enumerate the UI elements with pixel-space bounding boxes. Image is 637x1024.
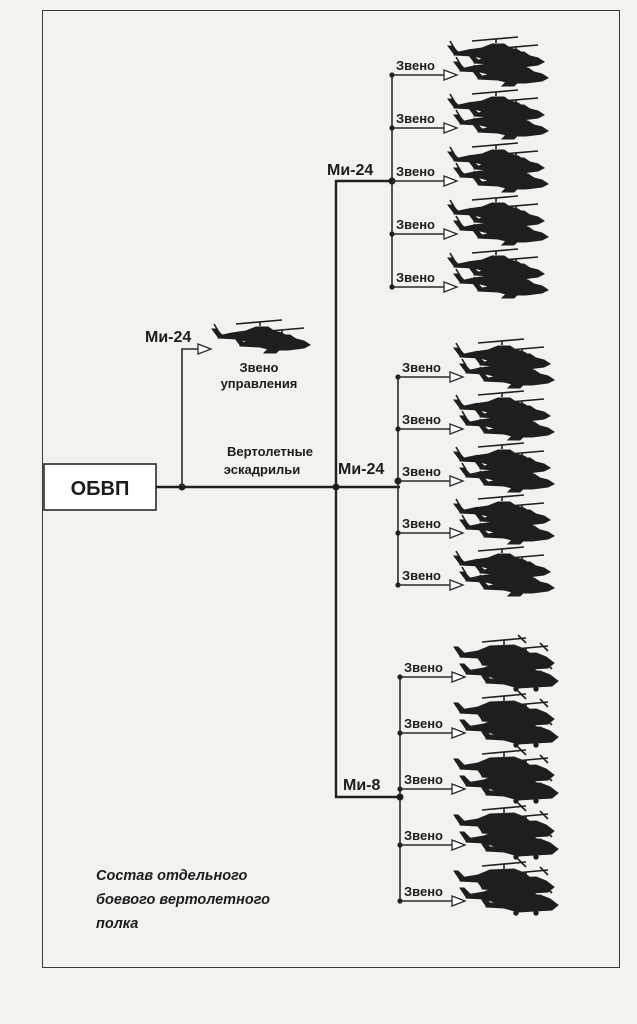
- open-arrow-icon: [451, 727, 467, 739]
- flight-label: Звено: [396, 270, 435, 285]
- flight-label: Звено: [396, 164, 435, 179]
- open-arrow-icon: [449, 423, 465, 435]
- flight-label: Звено: [404, 828, 443, 843]
- helicopter-silhouette-icon: [448, 249, 548, 298]
- squadron-type-label: Ми-24: [338, 461, 384, 478]
- open-arrow-icon: [197, 343, 213, 355]
- flight-label: Звено: [402, 412, 441, 427]
- helicopter-silhouette-icon: [454, 747, 558, 803]
- flight-item: Звено: [389, 90, 548, 139]
- squadrons-caption-line2: эскадрильи: [224, 462, 300, 477]
- flight-item: Звено: [397, 635, 558, 691]
- diagram-title: Состав отдельного боевого вертолетного п…: [96, 868, 270, 932]
- flight-item: Звено: [389, 143, 548, 192]
- command-flight-caption-line1: Звено: [240, 360, 279, 375]
- command-flight-type-label: Ми-24: [145, 329, 191, 346]
- helicopter-silhouette-icon: [448, 90, 548, 139]
- open-arrow-icon: [449, 527, 465, 539]
- root-node: ОБВП: [43, 463, 157, 511]
- open-arrow-icon: [451, 671, 467, 683]
- open-arrow-icon: [449, 475, 465, 487]
- squadron-1-connector: [334, 179, 392, 487]
- open-arrow-icon: [449, 579, 465, 591]
- helicopter-silhouette-icon: [448, 196, 548, 245]
- squadrons-caption-line1: Вертолетные: [227, 444, 313, 459]
- flight-item: Звено: [389, 37, 548, 86]
- title-line2: боевого вертолетного: [96, 892, 270, 908]
- flight-item: Звено: [395, 339, 554, 388]
- helicopter-silhouette-icon: [454, 495, 554, 544]
- flight-item: Звено: [389, 249, 548, 298]
- flight-item: Звено: [395, 391, 554, 440]
- open-arrow-icon: [451, 895, 467, 907]
- root-label: ОБВП: [71, 478, 130, 500]
- open-arrow-icon: [443, 122, 459, 134]
- flight-label: Звено: [396, 217, 435, 232]
- flight-item: Звено: [397, 859, 558, 915]
- flight-label: Звено: [404, 660, 443, 675]
- helicopter-silhouette-icon: [454, 859, 558, 915]
- flight-item: Звено: [395, 443, 554, 492]
- helicopter-silhouette-icon: [454, 339, 554, 388]
- open-arrow-icon: [443, 69, 459, 81]
- open-arrow-icon: [451, 783, 467, 795]
- flight-label: Звено: [404, 772, 443, 787]
- open-arrow-icon: [443, 175, 459, 187]
- command-flight-branch: Ми-24 Звено управления: [145, 319, 311, 487]
- flight-label: Звено: [402, 360, 441, 375]
- flight-item: Звено: [395, 547, 554, 596]
- helicopter-silhouette-icon: [448, 143, 548, 192]
- flight-item: Звено: [397, 803, 558, 859]
- flight-label: Звено: [402, 568, 441, 583]
- helicopter-silhouette-icon: [454, 547, 554, 596]
- squadron-type-label: Ми-24: [327, 162, 373, 179]
- flight-item: Звено: [395, 495, 554, 544]
- helicopter-silhouette-icon: [454, 443, 554, 492]
- open-arrow-icon: [451, 839, 467, 851]
- junction-dot: [396, 793, 404, 801]
- flight-item: Звено: [389, 196, 548, 245]
- helicopter-silhouette-icon: [454, 635, 558, 691]
- open-arrow-icon: [443, 281, 459, 293]
- open-arrow-icon: [449, 371, 465, 383]
- command-flight-caption-line2: управления: [221, 376, 298, 391]
- diagram-frame: [42, 10, 620, 968]
- open-arrow-icon: [443, 228, 459, 240]
- title-line3: полка: [96, 916, 138, 932]
- root-box: [43, 463, 157, 511]
- helicopter-silhouette-icon: [454, 391, 554, 440]
- flight-label: Звено: [402, 516, 441, 531]
- flight-item: Звено: [397, 747, 558, 803]
- title-line1: Состав отдельного: [96, 868, 248, 884]
- squadron-3-connector: [334, 487, 400, 799]
- flight-label: Звено: [404, 884, 443, 899]
- squadrons-group: Ми-24ЗвеноЗвеноЗвеноЗвеноЗвеноМи-24Звено…: [327, 37, 558, 915]
- flight-label: Звено: [402, 464, 441, 479]
- flight-label: Звено: [396, 111, 435, 126]
- flight-label: Звено: [404, 716, 443, 731]
- flight-item: Звено: [397, 691, 558, 747]
- helicopter-silhouette-icon: [454, 691, 558, 747]
- helicopter-silhouette-icon: [454, 803, 558, 859]
- flight-label: Звено: [396, 58, 435, 73]
- helicopter-silhouette-icon: [448, 37, 548, 86]
- squadron-type-label: Ми-8: [343, 777, 380, 794]
